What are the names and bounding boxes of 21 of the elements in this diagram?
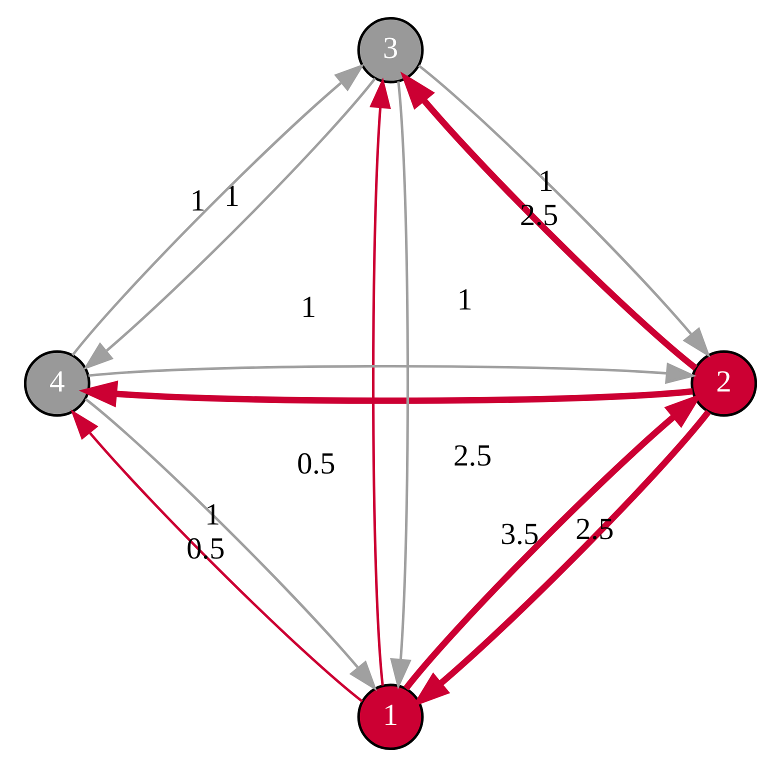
node-circle: 3 — [356, 16, 424, 84]
node-circle: 4 — [23, 350, 90, 417]
edge-label: 1 — [538, 164, 554, 198]
arrow — [84, 398, 377, 691]
node-circle: 1 — [356, 684, 424, 750]
edge-label: 1 — [190, 183, 205, 218]
edge-label: 3.5 — [500, 516, 538, 551]
edge-label: 1 — [224, 178, 240, 213]
edge-label: 1 — [456, 282, 472, 316]
node-circle: 2 — [690, 350, 757, 417]
edge-label: 1 — [204, 497, 220, 532]
arrow — [82, 78, 376, 370]
arrow — [369, 77, 390, 686]
arrow — [70, 409, 363, 702]
arrow — [390, 81, 411, 690]
edge-label: 2.5 — [452, 438, 492, 473]
edge-label: 1 — [300, 290, 316, 324]
arrow — [71, 64, 364, 356]
arrow — [88, 362, 696, 384]
edge-label: 0.5 — [296, 446, 335, 480]
arrow — [418, 64, 710, 358]
